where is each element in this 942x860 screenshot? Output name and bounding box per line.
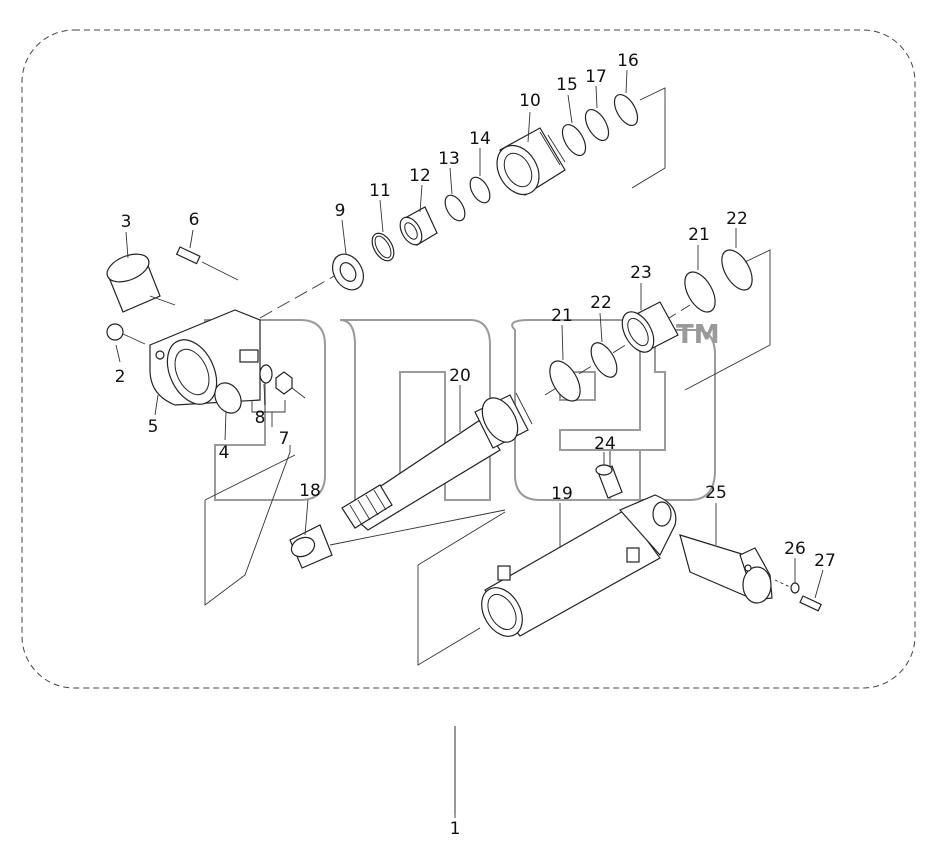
callout-1: 1 <box>450 819 461 839</box>
bracket-7-8 <box>251 400 286 413</box>
callout-18: 18 <box>299 481 321 501</box>
part-4 <box>214 382 242 414</box>
part-5 <box>149 309 261 406</box>
callout-12: 12 <box>409 166 431 186</box>
assembly-boundary <box>21 29 916 689</box>
callout-23: 23 <box>630 263 652 283</box>
callout-26: 26 <box>784 539 806 559</box>
watermark-tm: TM <box>676 320 720 350</box>
part-21-upper <box>684 271 716 313</box>
part-20 <box>341 392 533 531</box>
callout-25: 25 <box>705 483 727 503</box>
callout-13: 13 <box>438 149 460 169</box>
part-22-upper <box>721 249 753 291</box>
part-6 <box>175 246 239 281</box>
callout-10: 10 <box>519 91 541 111</box>
part-18 <box>289 524 333 569</box>
callout-16: 16 <box>617 51 639 71</box>
part-3 <box>106 253 161 313</box>
callout-22-lower: 22 <box>590 293 612 313</box>
part-13 <box>444 194 466 222</box>
callout-21-lower: 21 <box>551 306 573 326</box>
callout-9: 9 <box>335 201 346 221</box>
frame-rod <box>204 445 291 606</box>
callout-21-upper: 21 <box>688 225 710 245</box>
leader-lines <box>115 69 824 818</box>
part-10 <box>496 127 566 196</box>
callout-6: 6 <box>189 210 200 230</box>
part-8 <box>259 364 273 384</box>
callout-24: 24 <box>594 434 616 454</box>
part-19 <box>481 494 677 637</box>
part-22-lower <box>590 342 618 378</box>
callout-15: 15 <box>556 75 578 95</box>
part-25 <box>679 534 773 604</box>
part-15 <box>561 124 587 156</box>
callout-20: 20 <box>449 366 471 386</box>
part-23 <box>621 301 679 353</box>
callout-17: 17 <box>585 67 607 87</box>
part-26 <box>790 582 800 594</box>
callout-2: 2 <box>115 367 126 387</box>
callout-19: 19 <box>551 484 573 504</box>
part-9 <box>331 253 365 291</box>
callout-4: 4 <box>219 443 230 463</box>
part-24 <box>595 464 623 499</box>
frame-seals <box>684 249 771 391</box>
callout-11: 11 <box>369 181 391 201</box>
callout-5: 5 <box>148 417 159 437</box>
part-27 <box>799 595 822 612</box>
frame-upper <box>631 87 666 189</box>
part-17 <box>584 109 610 141</box>
part-12 <box>399 206 438 246</box>
callout-8: 8 <box>255 408 266 428</box>
part-7 <box>275 371 306 399</box>
callout-7: 7 <box>279 429 290 449</box>
callouts: 1 2 3 4 5 6 7 8 9 10 11 12 13 14 15 16 1… <box>115 51 836 839</box>
callout-3: 3 <box>121 212 132 232</box>
callout-27: 27 <box>814 551 836 571</box>
part-11 <box>371 232 395 262</box>
part-21-lower <box>549 360 581 402</box>
callout-22-upper: 22 <box>726 209 748 229</box>
callout-14: 14 <box>469 129 491 149</box>
part-16 <box>613 94 639 126</box>
axis-upper <box>259 269 346 319</box>
part-14 <box>469 176 491 204</box>
frame-barrel <box>417 565 481 666</box>
part-2 <box>106 323 146 345</box>
